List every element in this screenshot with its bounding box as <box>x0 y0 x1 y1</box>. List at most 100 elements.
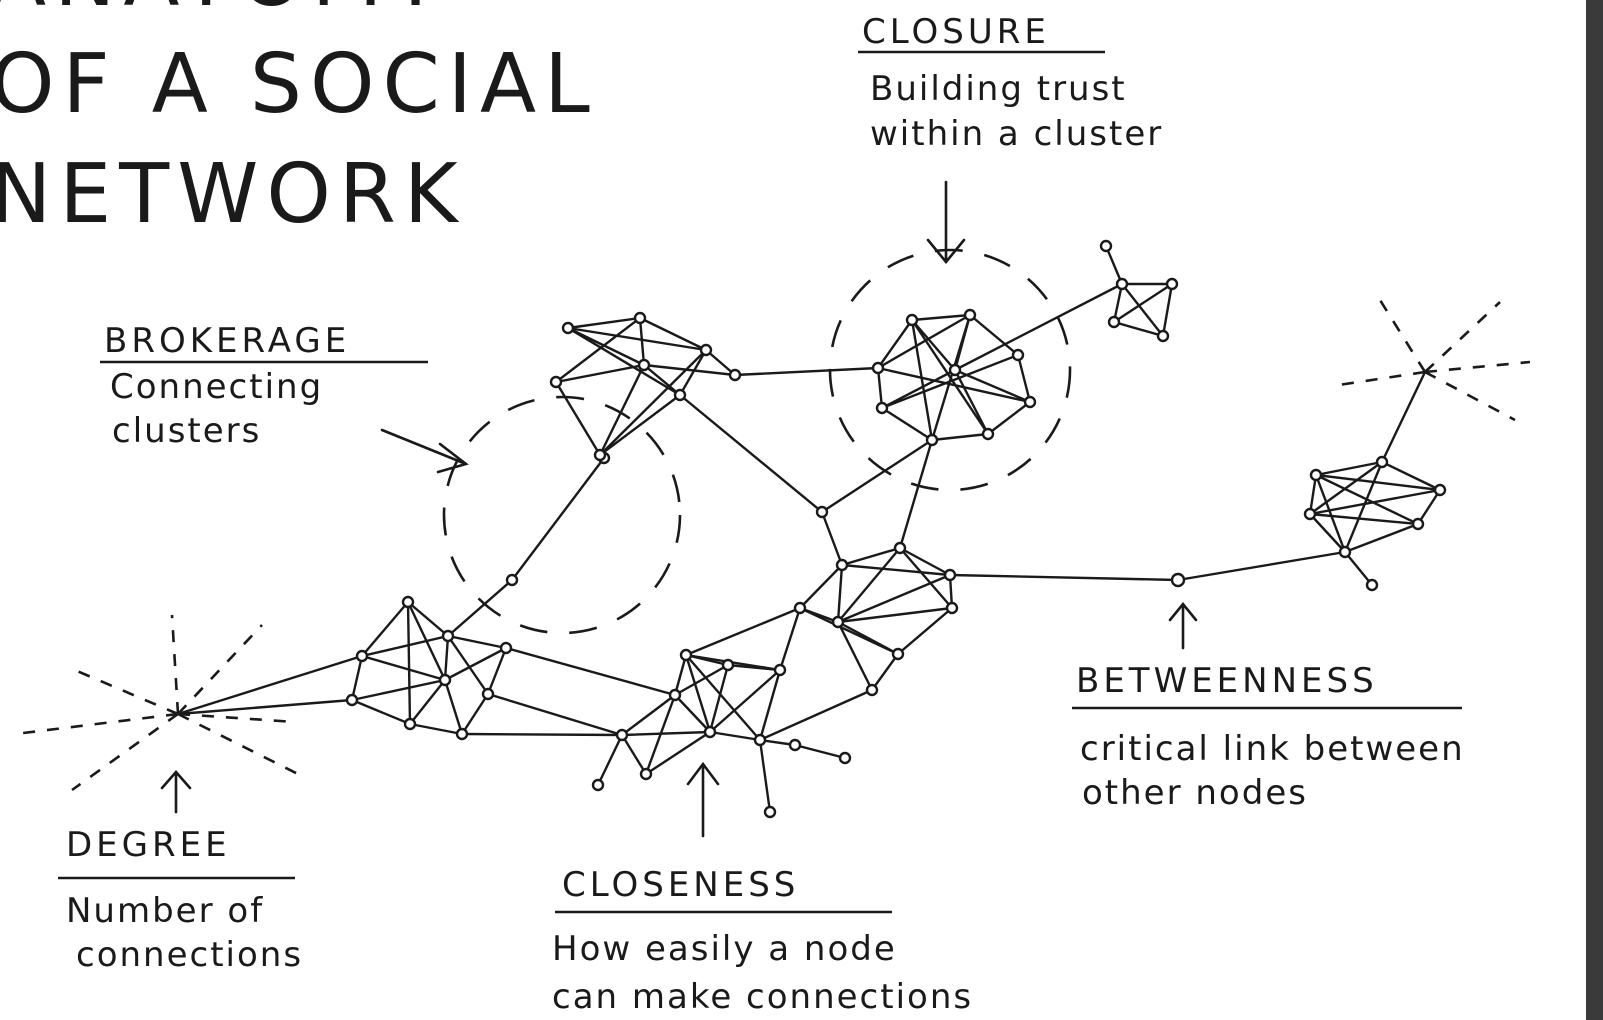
network-edge <box>566 316 642 330</box>
network-edge <box>673 663 730 697</box>
network-edge <box>820 438 934 514</box>
network-edge <box>840 563 952 577</box>
network-edge <box>930 313 972 442</box>
network-edge <box>1112 320 1165 338</box>
network-edge <box>708 663 730 734</box>
network-node <box>593 448 607 462</box>
brokerage-arrow-icon <box>380 428 469 474</box>
betweenness-heading: BETWEENNESS <box>1076 661 1378 701</box>
brokerage-desc-line-1: Connecting <box>110 367 323 407</box>
network-edge <box>986 400 1032 436</box>
network-node <box>637 358 651 372</box>
network-edge <box>1343 460 1384 554</box>
closure-desc-line-1: Building trust <box>870 69 1127 109</box>
network-node <box>1023 395 1037 409</box>
network-node <box>561 321 575 335</box>
network-edge <box>836 546 902 624</box>
network-node <box>699 343 713 357</box>
closeness-label: CLOSENESS How easily a node can make con… <box>552 761 971 1017</box>
network-edge <box>673 653 688 697</box>
network-node <box>893 541 907 555</box>
network-edge <box>1314 460 1384 477</box>
network-node <box>721 658 735 672</box>
degree-star-rays <box>14 614 301 792</box>
network-edge <box>896 606 954 656</box>
network-edge <box>598 393 682 457</box>
closeness-desc-line-1: How easily a node <box>552 929 897 969</box>
network-node <box>1365 578 1379 592</box>
network-edge <box>1314 473 1442 492</box>
network-edge <box>554 363 646 384</box>
network-edge <box>1380 460 1442 492</box>
network-edge <box>638 316 646 367</box>
network-edge <box>1308 512 1347 554</box>
network-edge <box>638 316 708 352</box>
network-edge <box>443 678 464 736</box>
network-edge <box>684 606 802 657</box>
network-edge <box>836 606 954 624</box>
brokerage-label: BROKERAGE Connecting clusters <box>100 321 469 474</box>
network-edge <box>1161 282 1174 338</box>
network-edge <box>408 678 447 726</box>
network-edge <box>910 313 972 322</box>
network-edge <box>820 510 844 567</box>
title-line-2: OF A SOCIAL <box>0 37 598 132</box>
network-edge <box>778 606 802 672</box>
network-edge <box>758 738 772 814</box>
network-edge <box>350 698 412 726</box>
network-node <box>499 641 513 655</box>
network-edge <box>1343 522 1420 554</box>
network-node <box>438 673 452 687</box>
network-node <box>943 568 957 582</box>
network-node <box>505 573 519 587</box>
network-node <box>615 728 629 742</box>
network-edge <box>968 313 1020 357</box>
network-node <box>948 363 962 377</box>
network-edge <box>678 348 708 397</box>
network-edge <box>350 654 364 702</box>
network-edge <box>598 363 646 457</box>
degree-desc-line-2: connections <box>76 935 303 975</box>
network-edge <box>930 432 990 442</box>
network-node <box>763 805 777 819</box>
betweenness-desc-line-2: other nodes <box>1082 773 1308 813</box>
network-edge <box>880 353 1020 410</box>
network-edge <box>758 688 874 742</box>
network-edge <box>910 318 934 442</box>
network-edge <box>443 646 508 682</box>
network-node <box>679 648 693 662</box>
network-edge <box>876 318 914 370</box>
network-edge <box>1112 282 1174 324</box>
network-edge <box>836 573 952 624</box>
betweenness-desc-line-1: critical link between <box>1080 729 1465 769</box>
network-edge <box>408 722 464 736</box>
network-node <box>1411 517 1425 531</box>
network-node <box>1170 572 1186 588</box>
network-edge <box>176 698 354 716</box>
closeness-heading: CLOSENESS <box>562 865 799 905</box>
network-node <box>403 717 417 731</box>
network-edge <box>1380 370 1427 464</box>
network-edge <box>566 326 708 352</box>
network-node <box>815 505 829 519</box>
closeness-arrow-icon <box>686 761 720 838</box>
network-edge <box>360 600 410 658</box>
network-node <box>591 778 605 792</box>
network-edge <box>673 693 712 734</box>
network-node <box>945 601 959 615</box>
network-node <box>871 361 885 375</box>
network-node <box>1433 483 1447 497</box>
network-edge <box>1416 488 1442 526</box>
network-edge <box>876 366 1032 404</box>
network-edge <box>1112 282 1124 324</box>
network-node <box>835 558 849 572</box>
network-edge <box>678 393 824 514</box>
network-edge <box>360 654 447 682</box>
network-edge <box>1314 473 1347 554</box>
network-edge <box>684 653 712 734</box>
brokerage-heading: BROKERAGE <box>104 321 350 361</box>
network-edge <box>446 634 508 650</box>
network-edge <box>566 326 646 367</box>
network-edge <box>554 380 602 457</box>
network-edge <box>1308 488 1442 516</box>
